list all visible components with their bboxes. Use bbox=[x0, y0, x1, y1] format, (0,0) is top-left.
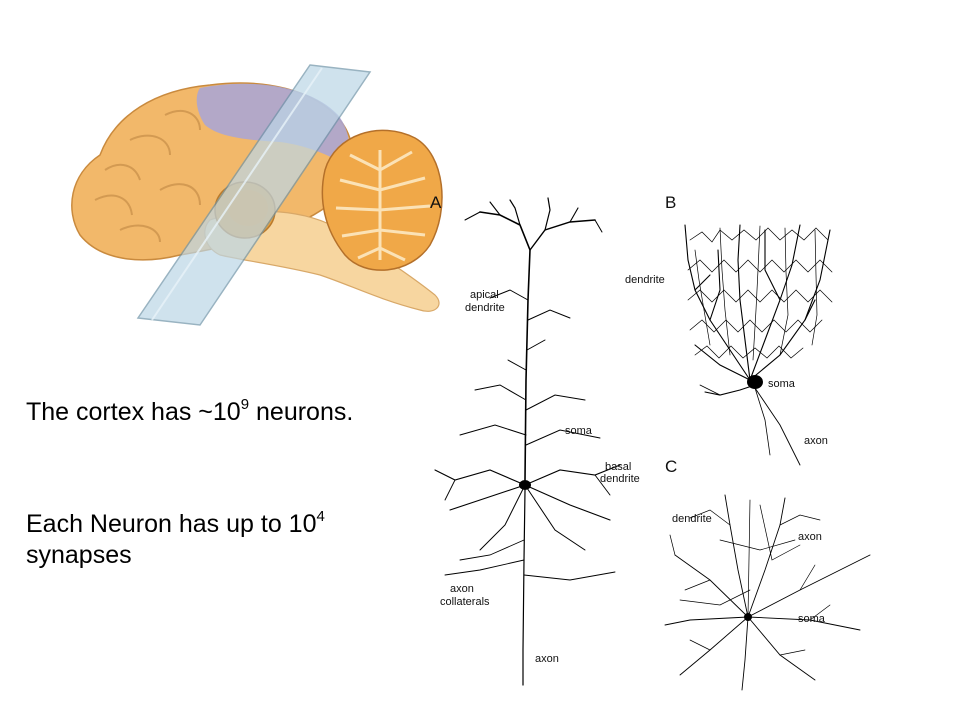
label-apical: apical bbox=[470, 289, 499, 301]
brain-slice-illustration bbox=[71, 64, 443, 326]
label-axon-b: axon bbox=[804, 435, 828, 447]
cortex-neuron-count: The cortex has ~109 neurons. bbox=[26, 395, 354, 426]
panel-b-purkinje-cell: B dendrite so bbox=[625, 193, 840, 466]
label-axon-c: axon bbox=[798, 531, 822, 543]
panel-a-pyramidal-neuron: A apical dendrite soma basal bbox=[430, 193, 640, 686]
neuron-types-figure: A apical dendrite soma basal bbox=[430, 193, 871, 691]
label-apical-dendrite: dendrite bbox=[465, 302, 505, 314]
panel-a-letter: A bbox=[430, 193, 442, 212]
panel-b-soma bbox=[747, 375, 763, 389]
glass-slide bbox=[136, 64, 372, 326]
label-dendrite-c: dendrite bbox=[672, 513, 712, 525]
label-soma-a: soma bbox=[565, 425, 593, 437]
label-basal: basal bbox=[605, 461, 631, 473]
panel-c-letter: C bbox=[665, 457, 677, 476]
synapse-count: Each Neuron has up to 104 synapses bbox=[26, 507, 325, 569]
label-basal-dendrite: dendrite bbox=[600, 473, 640, 485]
label-dendrite-b: dendrite bbox=[625, 274, 665, 286]
label-axon-collaterals-top: axon bbox=[450, 583, 474, 595]
label-collaterals: collaterals bbox=[440, 596, 490, 608]
label-soma-c: soma bbox=[798, 613, 826, 625]
gyri-folds bbox=[94, 110, 201, 243]
cerebellum bbox=[321, 129, 443, 271]
panel-b-letter: B bbox=[665, 193, 676, 212]
label-soma-b: soma bbox=[768, 378, 796, 390]
label-axon-a: axon bbox=[535, 653, 559, 665]
panel-c-stellate-neuron: C dendrite axon soma bbox=[664, 457, 871, 691]
